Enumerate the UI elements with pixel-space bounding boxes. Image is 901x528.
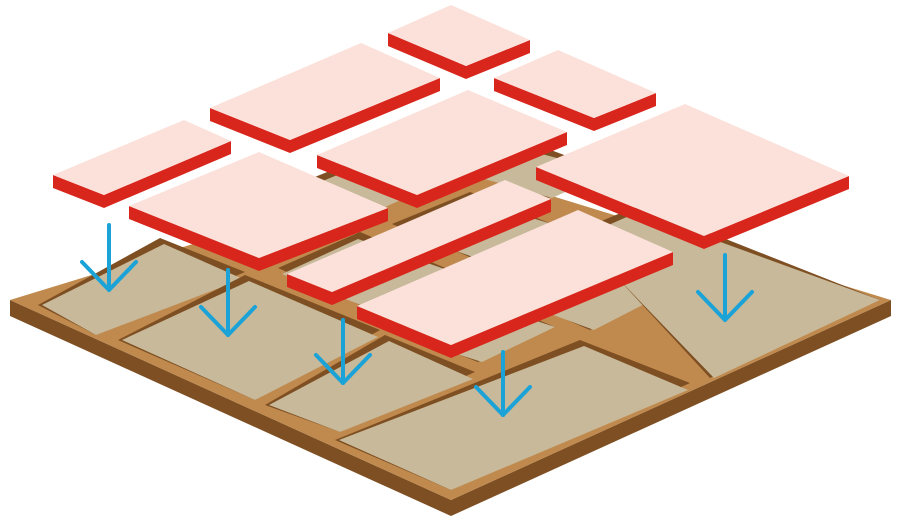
panel-edge-left	[210, 108, 290, 153]
panel-edge-left	[536, 167, 704, 249]
panel-edge-left	[129, 206, 259, 271]
panels-group	[53, 5, 849, 358]
floating-panel	[317, 90, 567, 208]
floating-panel	[129, 152, 388, 271]
panel-edge-right	[417, 132, 567, 208]
floating-panel	[536, 104, 849, 249]
panel-edge-left	[494, 78, 594, 131]
panel-edge-right	[451, 252, 673, 358]
floating-panel	[210, 43, 440, 153]
panel-edge-right	[704, 176, 849, 249]
panel-edge-right	[466, 40, 530, 79]
panel-edge-right	[290, 78, 440, 153]
panel-top	[287, 180, 551, 292]
panel-top	[388, 5, 530, 66]
panel-top	[536, 104, 849, 236]
floating-panel	[287, 180, 551, 305]
panel-edge-left	[53, 175, 104, 208]
arrows-group	[80, 223, 754, 417]
down-arrow-icon	[199, 268, 257, 337]
floating-panel	[388, 5, 530, 79]
panel-edge-right	[259, 208, 388, 271]
panel-top	[357, 210, 673, 345]
frame-right-edge	[451, 300, 891, 516]
panel-top	[53, 120, 231, 195]
down-arrow-icon	[314, 318, 372, 385]
down-arrow-icon	[696, 253, 754, 322]
panel-edge-left	[388, 33, 466, 79]
panel-top	[494, 50, 656, 118]
panel-edge-left	[287, 274, 332, 305]
frame-cell	[269, 341, 473, 432]
panel-top	[317, 90, 567, 195]
frame-left-edge	[10, 300, 451, 516]
frame-cell	[339, 346, 688, 490]
down-arrow-icon	[80, 223, 138, 292]
floating-panel	[494, 50, 656, 131]
floating-panel	[357, 210, 673, 358]
panel-edge-right	[104, 141, 231, 208]
frame-cell	[42, 244, 243, 335]
floating-panel	[53, 120, 231, 208]
panel-top	[129, 152, 388, 258]
panel-top	[210, 43, 440, 140]
frame-cell	[122, 281, 378, 400]
down-arrow-icon	[474, 350, 532, 417]
panel-edge-left	[357, 306, 451, 358]
panel-edge-left	[317, 155, 417, 208]
panel-edge-right	[594, 93, 656, 131]
panel-edge-right	[332, 199, 551, 305]
